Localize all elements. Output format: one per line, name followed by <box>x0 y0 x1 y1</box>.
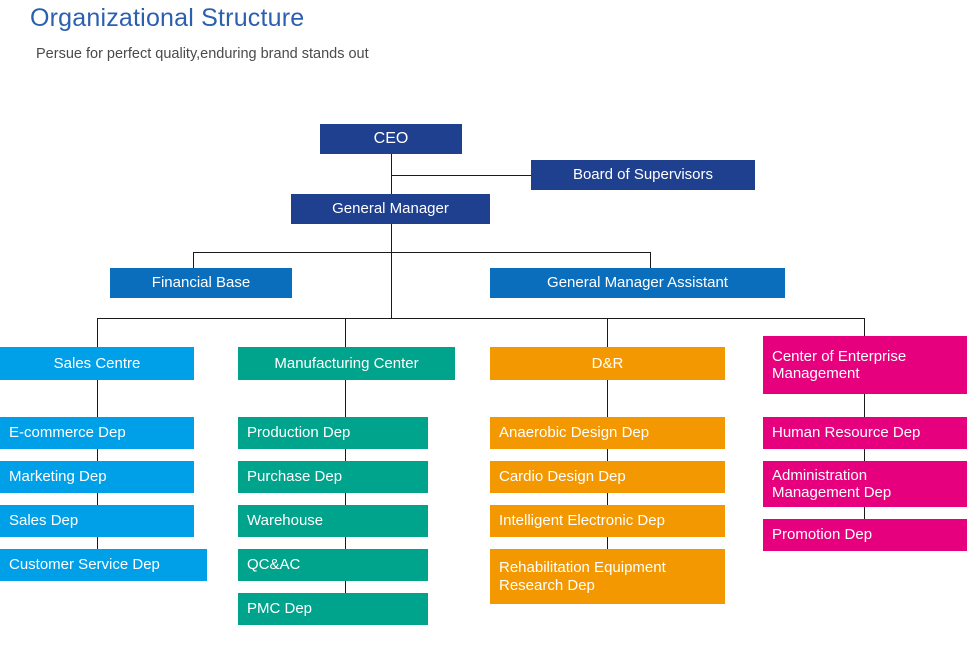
connector-drop-manufacturing <box>345 318 346 347</box>
node-e-commerce-dep-label: E-commerce Dep <box>9 424 126 442</box>
node-sales-centre-label: Sales Centre <box>53 354 141 372</box>
connector-branch-right-drop <box>650 252 651 268</box>
node-marketing-dep-label: Marketing Dep <box>9 468 107 486</box>
node-ceo-label: CEO <box>373 129 409 147</box>
node-general-manager-label: General Manager <box>332 200 449 218</box>
connector-gm-branch-bar <box>193 252 651 253</box>
connector-enterprise-stem-2 <box>864 449 865 461</box>
connector-sales-stem-3 <box>97 493 98 505</box>
node-marketing-dep[interactable]: Marketing Dep <box>0 461 194 493</box>
connector-manufacturing-stem-4 <box>345 537 346 549</box>
node-qc-ac[interactable]: QC&AC <box>238 549 428 581</box>
connector-ceo-down <box>391 154 392 194</box>
connector-dr-stem-3 <box>607 493 608 505</box>
connector-drop-sales <box>97 318 98 347</box>
node-anaerobic-design-dep[interactable]: Anaerobic Design Dep <box>490 417 725 449</box>
node-promotion-dep[interactable]: Promotion Dep <box>763 519 967 551</box>
node-production-dep-label: Production Dep <box>247 424 351 442</box>
node-dr-label: D&R <box>591 354 624 372</box>
page-title: Organizational Structure <box>30 4 305 32</box>
connector-drop-dr <box>607 318 608 347</box>
connector-ceo-to-board <box>391 175 531 176</box>
node-e-commerce-dep[interactable]: E-commerce Dep <box>0 417 194 449</box>
connector-manufacturing-stem-5 <box>345 581 346 593</box>
node-sales-dep-label: Sales Dep <box>9 512 79 530</box>
node-intelligent-electronic-dep-label: Intelligent Electronic Dep <box>499 512 665 530</box>
node-administration-management-dep[interactable]: Administration Management Dep <box>763 461 967 507</box>
connector-dr-stem-1 <box>607 380 608 417</box>
connector-gm-down <box>391 224 392 252</box>
node-dr[interactable]: D&R <box>490 347 725 380</box>
connector-gm-trunk-down <box>391 252 392 318</box>
node-rehabilitation-equipment-research-dep-label: Rehabilitation Equipment Research Dep <box>499 559 666 594</box>
node-pmc-dep-label: PMC Dep <box>247 600 313 618</box>
node-purchase-dep[interactable]: Purchase Dep <box>238 461 428 493</box>
node-general-manager-assistant-label: General Manager Assistant <box>547 274 728 292</box>
node-center-of-enterprise-management[interactable]: Center of Enterprise Management <box>763 336 967 394</box>
connector-manufacturing-stem-3 <box>345 493 346 505</box>
node-human-resource-dep-label: Human Resource Dep <box>772 424 921 442</box>
connector-sales-stem-4 <box>97 537 98 549</box>
node-general-manager[interactable]: General Manager <box>291 194 490 224</box>
node-customer-service-dep[interactable]: Customer Service Dep <box>0 549 207 581</box>
node-general-manager-assistant[interactable]: General Manager Assistant <box>490 268 785 298</box>
node-qc-ac-label: QC&AC <box>247 556 301 574</box>
connector-dr-stem-2 <box>607 449 608 461</box>
node-customer-service-dep-label: Customer Service Dep <box>9 556 160 574</box>
connector-enterprise-stem-1 <box>864 394 865 417</box>
node-cardio-design-dep[interactable]: Cardio Design Dep <box>490 461 725 493</box>
node-manufacturing-center-label: Manufacturing Center <box>274 354 419 372</box>
node-warehouse[interactable]: Warehouse <box>238 505 428 537</box>
page-subtitle: Persue for perfect quality,enduring bran… <box>36 46 369 62</box>
node-production-dep[interactable]: Production Dep <box>238 417 428 449</box>
connector-manufacturing-stem-1 <box>345 380 346 417</box>
node-administration-management-dep-label: Administration Management Dep <box>772 466 892 501</box>
node-purchase-dep-label: Purchase Dep <box>247 468 343 486</box>
node-anaerobic-design-dep-label: Anaerobic Design Dep <box>499 424 650 442</box>
node-cardio-design-dep-label: Cardio Design Dep <box>499 468 626 486</box>
node-board-of-supervisors-label: Board of Supervisors <box>572 166 714 184</box>
node-intelligent-electronic-dep[interactable]: Intelligent Electronic Dep <box>490 505 725 537</box>
node-human-resource-dep[interactable]: Human Resource Dep <box>763 417 967 449</box>
node-center-of-enterprise-management-label: Center of Enterprise Management <box>772 347 907 382</box>
connector-dr-stem-4 <box>607 537 608 549</box>
node-sales-centre[interactable]: Sales Centre <box>0 347 194 380</box>
node-pmc-dep[interactable]: PMC Dep <box>238 593 428 625</box>
connector-column-bar <box>97 318 865 319</box>
node-financial-base[interactable]: Financial Base <box>110 268 292 298</box>
node-promotion-dep-label: Promotion Dep <box>772 526 873 544</box>
node-warehouse-label: Warehouse <box>247 512 324 530</box>
node-financial-base-label: Financial Base <box>151 274 251 292</box>
node-board-of-supervisors[interactable]: Board of Supervisors <box>531 160 755 190</box>
connector-manufacturing-stem-2 <box>345 449 346 461</box>
connector-branch-left-drop <box>193 252 194 268</box>
connector-drop-enterprise <box>864 318 865 336</box>
connector-sales-stem-1 <box>97 380 98 417</box>
node-manufacturing-center[interactable]: Manufacturing Center <box>238 347 455 380</box>
connector-sales-stem-2 <box>97 449 98 461</box>
connector-enterprise-stem-3 <box>864 507 865 519</box>
node-sales-dep[interactable]: Sales Dep <box>0 505 194 537</box>
node-ceo[interactable]: CEO <box>320 124 462 154</box>
node-rehabilitation-equipment-research-dep[interactable]: Rehabilitation Equipment Research Dep <box>490 549 725 604</box>
